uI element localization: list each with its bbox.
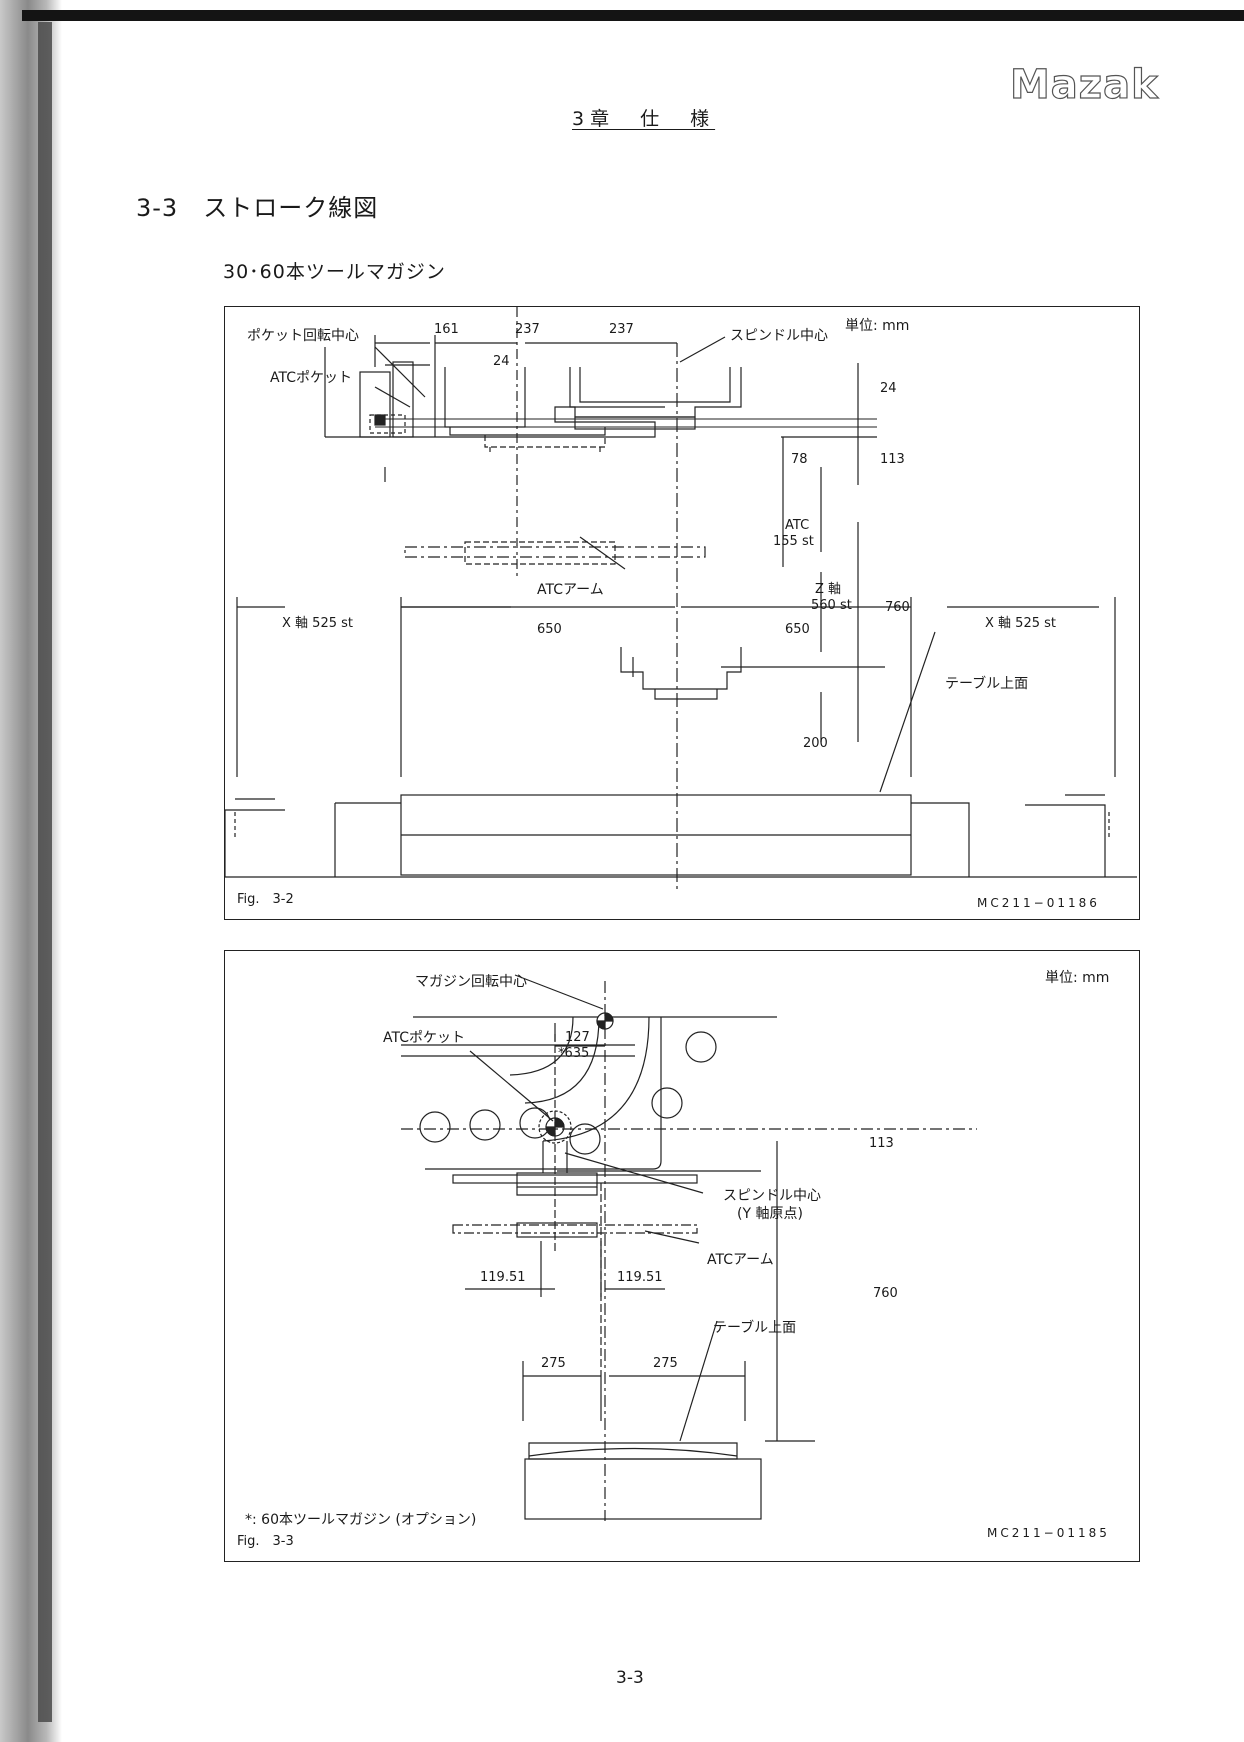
dim-200: 200	[803, 736, 828, 751]
x-axis-stroke-right: X 軸 525 st	[985, 616, 1056, 631]
dim-161: 161	[434, 322, 459, 337]
dim-760-fig1: 760	[885, 600, 910, 615]
table-top-label-fig2: テーブル上面	[713, 1320, 797, 1336]
spindle-center-label-fig1: スピンドル中心	[730, 328, 828, 344]
dim-119-51-right: 119.51	[617, 1270, 663, 1285]
page-number: 3-3	[616, 1668, 644, 1688]
dim-127: 127	[565, 1030, 590, 1045]
dim-24-right: 24	[880, 381, 897, 396]
dim-275-left: 275	[541, 1356, 566, 1371]
table-top-label-fig1: テーブル上面	[945, 676, 1029, 692]
atc-stroke-line1: ATC	[785, 518, 810, 533]
dim-78: 78	[791, 452, 808, 467]
pocket-center-label: ポケット回転中心	[247, 328, 359, 344]
dim-635-option: *635	[558, 1046, 590, 1061]
figure-3-3-drawing	[401, 974, 977, 1521]
atc-arm-label-fig1: ATCアーム	[537, 582, 604, 598]
dim-113-fig1: 113	[880, 452, 905, 467]
atc-stroke-line2: 155 st	[773, 534, 814, 549]
scan-top-edge	[22, 10, 1244, 21]
atc-pocket-label-fig1: ATCポケット	[270, 370, 352, 386]
x-axis-stroke-left: X 軸 525 st	[282, 616, 353, 631]
atc-pocket-label-fig2: ATCポケット	[383, 1030, 465, 1046]
atc-arm-label-fig2: ATCアーム	[707, 1252, 774, 1268]
mazak-logo: Mazak	[1009, 61, 1159, 108]
figure-3-2-drawing	[225, 307, 1137, 891]
fig-3-2-code: MC211−01186	[977, 896, 1100, 910]
spindle-center-label-fig2: スピンドル中心	[723, 1188, 821, 1204]
dim-24-pocket: 24	[493, 354, 510, 369]
fig-3-3-caption: Fig. 3-3	[237, 1534, 294, 1549]
dim-650-right: 650	[785, 622, 810, 637]
dim-237-right: 237	[609, 322, 634, 337]
scan-shadow	[0, 0, 62, 1742]
dim-275-right: 275	[653, 1356, 678, 1371]
dim-237-left: 237	[515, 322, 540, 337]
fig-3-2-caption: Fig. 3-2	[237, 892, 294, 907]
chapter-title: 3章 仕 様	[572, 108, 716, 130]
unit-label-fig1: 単位: mm	[845, 318, 910, 334]
dim-113-fig2: 113	[869, 1136, 894, 1151]
dim-119-51-left: 119.51	[480, 1270, 526, 1285]
magazine-center-label: マガジン回転中心	[415, 974, 527, 990]
y-axis-origin-label: (Y 軸原点)	[737, 1206, 803, 1222]
dim-760-fig2: 760	[873, 1286, 898, 1301]
z-axis-line1: Z 軸	[815, 582, 842, 597]
section-title: 3-3 ストローク線図	[136, 194, 379, 222]
unit-label-fig2: 単位: mm	[1045, 970, 1110, 986]
figure-3-3: 単位: mm マガジン回転中心 ATCポケット 127 *635 113 スピン…	[224, 950, 1140, 1562]
option-footnote: *: 60本ツールマガジン (オプション)	[245, 1512, 477, 1528]
dim-650-left: 650	[537, 622, 562, 637]
fig-3-3-code: MC211−01185	[987, 1526, 1110, 1540]
subsection-title: 30･60本ツールマガジン	[223, 261, 446, 283]
z-axis-line2: 560 st	[811, 598, 852, 613]
figure-3-2: 単位: mm ポケット回転中心 ATCポケット スピンドル中心 ATCアーム テ…	[224, 306, 1140, 920]
